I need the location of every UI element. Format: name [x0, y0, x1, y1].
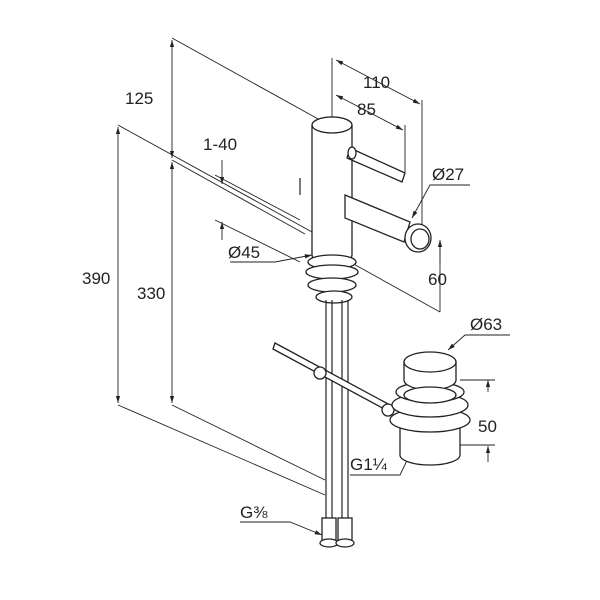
label-125: 125 — [125, 89, 153, 108]
label-d63: Ø63 — [470, 315, 502, 334]
dimension-labels: 125 110 85 1-40 Ø27 Ø45 60 390 330 Ø63 5… — [82, 73, 502, 522]
base-rings — [305, 254, 359, 304]
label-g3-8: G⅜ — [240, 503, 268, 522]
label-g1-1-4: G1¼ — [350, 455, 388, 474]
waste-set — [389, 351, 471, 466]
dimension-lines — [115, 40, 510, 536]
label-50: 50 — [478, 417, 497, 436]
faucet-body — [299, 116, 432, 264]
popup-rod — [272, 342, 395, 417]
label-1-40: 1-40 — [203, 135, 237, 154]
label-60: 60 — [428, 270, 447, 289]
label-110: 110 — [363, 73, 390, 92]
label-85: 85 — [357, 100, 376, 119]
label-d27: Ø27 — [432, 165, 464, 184]
label-390: 390 — [82, 269, 110, 288]
label-d45: Ø45 — [228, 243, 260, 262]
label-330: 330 — [137, 284, 165, 303]
supply-hoses — [319, 300, 355, 548]
